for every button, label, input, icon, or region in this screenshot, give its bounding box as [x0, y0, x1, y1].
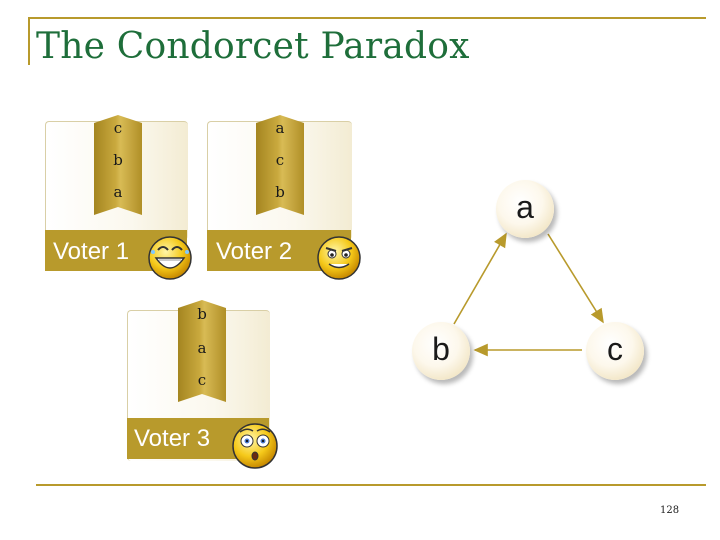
graph-node-b-label: b — [432, 331, 450, 367]
graph-node-c-label: c — [607, 331, 623, 367]
graph-node-b: b — [412, 322, 470, 380]
frame-bottom-line — [36, 484, 706, 486]
slide-title: The Condorcet Paradox — [36, 26, 470, 67]
surprised-face-icon — [232, 423, 278, 469]
voter-1-rank-3: a — [113, 183, 123, 201]
frame-left-line — [28, 17, 30, 65]
graph-node-c: c — [586, 322, 644, 380]
voter-3-rank-2: a — [197, 339, 207, 357]
voter-3-rank-1: b — [197, 305, 207, 323]
graph-node-a-label: a — [516, 189, 534, 225]
voter-1-label: Voter 1 — [53, 238, 130, 265]
voter-3-label: Voter 3 — [134, 425, 211, 452]
mischievous-face-icon — [317, 236, 361, 280]
voter-2-label: Voter 2 — [216, 238, 293, 265]
frame-top-line — [28, 17, 706, 19]
voter-2-rank-2: c — [275, 151, 285, 169]
voter-1-rank-2: b — [113, 151, 123, 169]
voter-2-rank-1: a — [275, 119, 285, 137]
edge-a-to-c — [547, 233, 604, 324]
edge-b-to-a — [453, 232, 507, 325]
voter-2-rank-3: b — [275, 183, 285, 201]
page-number: 128 — [660, 505, 680, 516]
laughing-face-icon — [148, 236, 192, 280]
voter-1-rank-1: c — [113, 119, 123, 137]
graph-node-a: a — [496, 180, 554, 238]
voter-3-rank-3: c — [197, 371, 207, 389]
